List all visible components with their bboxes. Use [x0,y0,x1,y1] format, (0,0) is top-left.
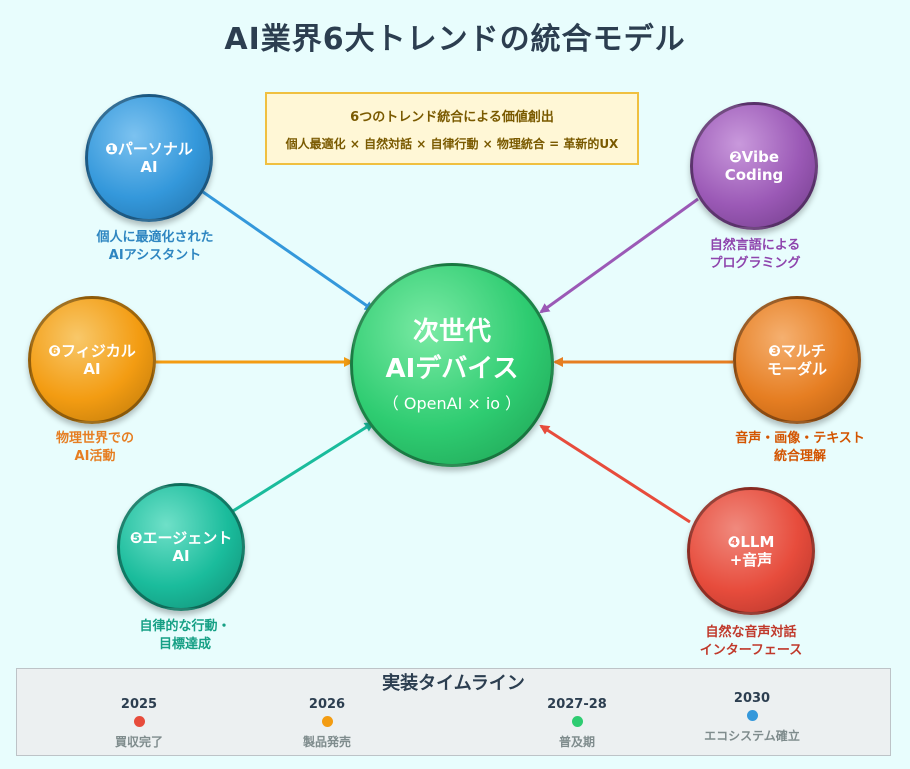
timeline-dot [321,716,333,727]
node-vibe-coding: ❷Vibe Coding [690,102,818,230]
node-physical-line2: AI [83,360,101,378]
timeline-dot [746,710,758,721]
desc-agent: 自律的な行動・目標達成 [139,619,231,653]
node-llm-line2: +音声 [729,551,773,569]
center-node-ai-device: 次世代 AIデバイス （ OpenAI × io ） [350,263,554,467]
arrow-personal [202,190,375,312]
timeline-item-2025: 2025 買収完了 [114,697,163,749]
value-formula-box: 6つのトレンド統合による価値創出 個人最適化 × 自然対話 × 自律行動 × 物… [265,92,639,165]
node-vibe-line2: Coding [724,166,784,184]
arrow-llm-voice [539,424,691,524]
timeline-dot [571,716,583,727]
desc-llm-voice: 自然な音声対話インターフェース [699,625,803,659]
center-line1: 次世代 [412,317,491,348]
arrow-vibe [539,197,699,314]
node-vibe-line1: ❷Vibe [728,148,780,166]
node-multimodal-line2: モーダル [766,360,827,378]
node-agent-ai: ❺エージェント AI [117,483,245,611]
timeline-item-2030: 2030 エコシステム確立 [704,691,800,743]
node-llm-line1: ❹LLM [727,533,775,551]
node-multimodal: ❸マルチ モーダル [733,296,861,424]
formula-text: 個人最適化 × 自然対話 × 自律行動 × 物理統合 = 革新的UX [285,137,619,151]
node-personal-line2: AI [140,158,158,176]
node-llm-voice: ❹LLM +音声 [687,487,815,615]
node-physical-line1: ❻フィジカル [48,342,136,360]
page-title: AI業界6大トレンドの統合モデル [224,22,686,57]
timeline-item-2026: 2026 製品発売 [302,697,351,749]
timeline-item-2027-28: 2027-28 普及期 [547,697,607,749]
formula-title: 6つのトレンド統合による価値創出 [350,110,554,125]
timeline-title: 実装タイムライン [382,673,525,694]
arrow-agent [232,421,375,513]
desc-multimodal: 音声・画像・テキスト統合理解 [735,431,865,465]
desc-vibe: 自然言語によるプログラミング [709,238,801,272]
node-personal-ai: ❶パーソナル AI [85,94,213,222]
timeline-dot [133,716,145,727]
implementation-timeline: 実装タイムライン 2025 買収完了 2026 製品発売 2027-28 普及期… [16,668,891,756]
node-agent-line2: AI [172,547,190,565]
node-personal-line1: ❶パーソナル [105,140,193,158]
node-agent-line1: ❺エージェント [129,529,233,547]
center-line3: （ OpenAI × io ） [382,393,522,413]
center-line2: AIデバイス [385,354,519,385]
node-multimodal-line1: ❸マルチ [768,342,826,360]
node-physical-ai: ❻フィジカル AI [28,296,156,424]
